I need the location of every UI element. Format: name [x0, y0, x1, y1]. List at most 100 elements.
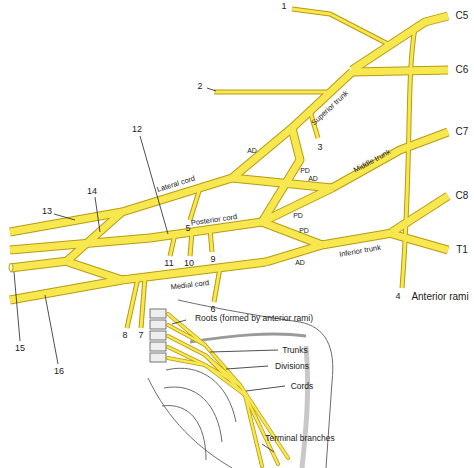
nerve	[10, 261, 68, 268]
nerve	[292, 72, 352, 128]
inset-nerve	[168, 336, 278, 464]
division-label: AD	[247, 147, 257, 154]
trunk-label: Middle trunk	[352, 148, 391, 174]
division-label: PD	[293, 212, 303, 219]
inset-nerve	[168, 325, 205, 345]
trunk-label: Inferior trunk	[339, 244, 382, 259]
callout-number: 4	[395, 292, 400, 301]
nerve-branch	[214, 91, 330, 94]
inset-label: Divisions	[275, 362, 309, 371]
nerve-branch	[127, 278, 138, 328]
callout-number: 2	[197, 82, 202, 91]
callout-number: 6	[210, 305, 215, 314]
nerve	[68, 262, 122, 280]
inset-nerve-fill	[168, 314, 288, 466]
nerve	[10, 280, 122, 300]
clavicle	[190, 334, 306, 342]
nerve	[322, 233, 392, 245]
nerve	[352, 70, 448, 72]
nerve	[262, 222, 322, 245]
division-label: AD	[295, 259, 305, 266]
callout-number: 7	[138, 331, 143, 340]
callout-number: 13	[42, 207, 52, 216]
rib	[164, 387, 222, 442]
leader-line	[95, 197, 100, 232]
nerve-branch	[141, 277, 145, 328]
callout-number: 12	[132, 125, 142, 134]
vertebra	[150, 309, 166, 318]
division-label: AD	[308, 175, 318, 182]
nerve	[392, 234, 448, 250]
nerve	[10, 280, 122, 300]
leader-line	[226, 366, 268, 369]
leader-line	[246, 386, 285, 391]
nerve-branch	[127, 278, 138, 328]
nerve-branch	[190, 232, 192, 256]
inset-label: Cords	[291, 382, 314, 391]
inset-nerve	[168, 358, 262, 466]
leader-line	[45, 295, 58, 364]
nerve	[10, 261, 68, 268]
nerve-branch	[214, 268, 220, 302]
nerve	[232, 128, 292, 178]
nerve	[332, 132, 448, 188]
callout-number: 9	[210, 255, 215, 264]
nerve	[392, 234, 448, 250]
trunk-label: Superior trunk	[310, 89, 350, 127]
nerve-outline	[10, 9, 448, 328]
inset-sketch	[148, 300, 333, 468]
nerve-branch	[190, 232, 192, 256]
nerve	[262, 188, 332, 222]
nerve	[262, 222, 322, 245]
inset-label: Trunks	[282, 346, 308, 355]
leader-line	[207, 88, 216, 91]
root-label: C6	[456, 65, 469, 75]
cord-label: Medial cord	[170, 279, 209, 291]
nerve	[68, 262, 122, 280]
callout-number: 15	[15, 344, 25, 353]
nerve	[392, 196, 448, 232]
nerve	[352, 16, 448, 70]
inset-nerve	[168, 358, 262, 466]
callout-number: 14	[87, 187, 97, 196]
vertebra	[150, 320, 166, 329]
nerve-branch	[141, 277, 145, 328]
nerve-branch	[214, 268, 220, 302]
callout-number: 3	[317, 143, 322, 152]
callout-number: 8	[122, 331, 127, 340]
division-label: PD	[300, 167, 310, 174]
nerve-branch	[190, 188, 200, 220]
inset-nerve	[205, 355, 240, 385]
nerve-branch	[214, 90, 330, 95]
cord-label: Posterior cord	[190, 213, 237, 227]
nerve	[10, 238, 150, 250]
root-label: C7	[456, 127, 469, 137]
nerve	[266, 245, 322, 262]
nerve-branch	[402, 28, 415, 288]
vertebra	[150, 331, 166, 340]
inset-nerve-outline	[168, 314, 288, 466]
nerve-branch	[402, 28, 415, 288]
vertebral-column	[150, 309, 166, 362]
inset-label: Terminal branches	[265, 434, 334, 443]
nerve	[266, 245, 322, 262]
nerve	[332, 132, 448, 188]
root-label: C5	[456, 11, 469, 21]
inset-nerve	[168, 336, 278, 464]
leader-line	[14, 272, 20, 341]
nerve	[322, 233, 392, 245]
vertebra	[150, 342, 166, 351]
rib	[162, 406, 206, 460]
callout-number: 10	[184, 259, 194, 268]
leader-line	[172, 320, 186, 324]
cut-nerve-end	[9, 264, 13, 272]
vertebra	[150, 353, 166, 362]
root-label: T1	[456, 245, 468, 255]
nerve-branch	[292, 9, 390, 45]
leader-line	[262, 444, 274, 452]
nerve-branch	[210, 229, 212, 252]
chest-outline	[148, 378, 232, 468]
nerve	[352, 16, 448, 70]
